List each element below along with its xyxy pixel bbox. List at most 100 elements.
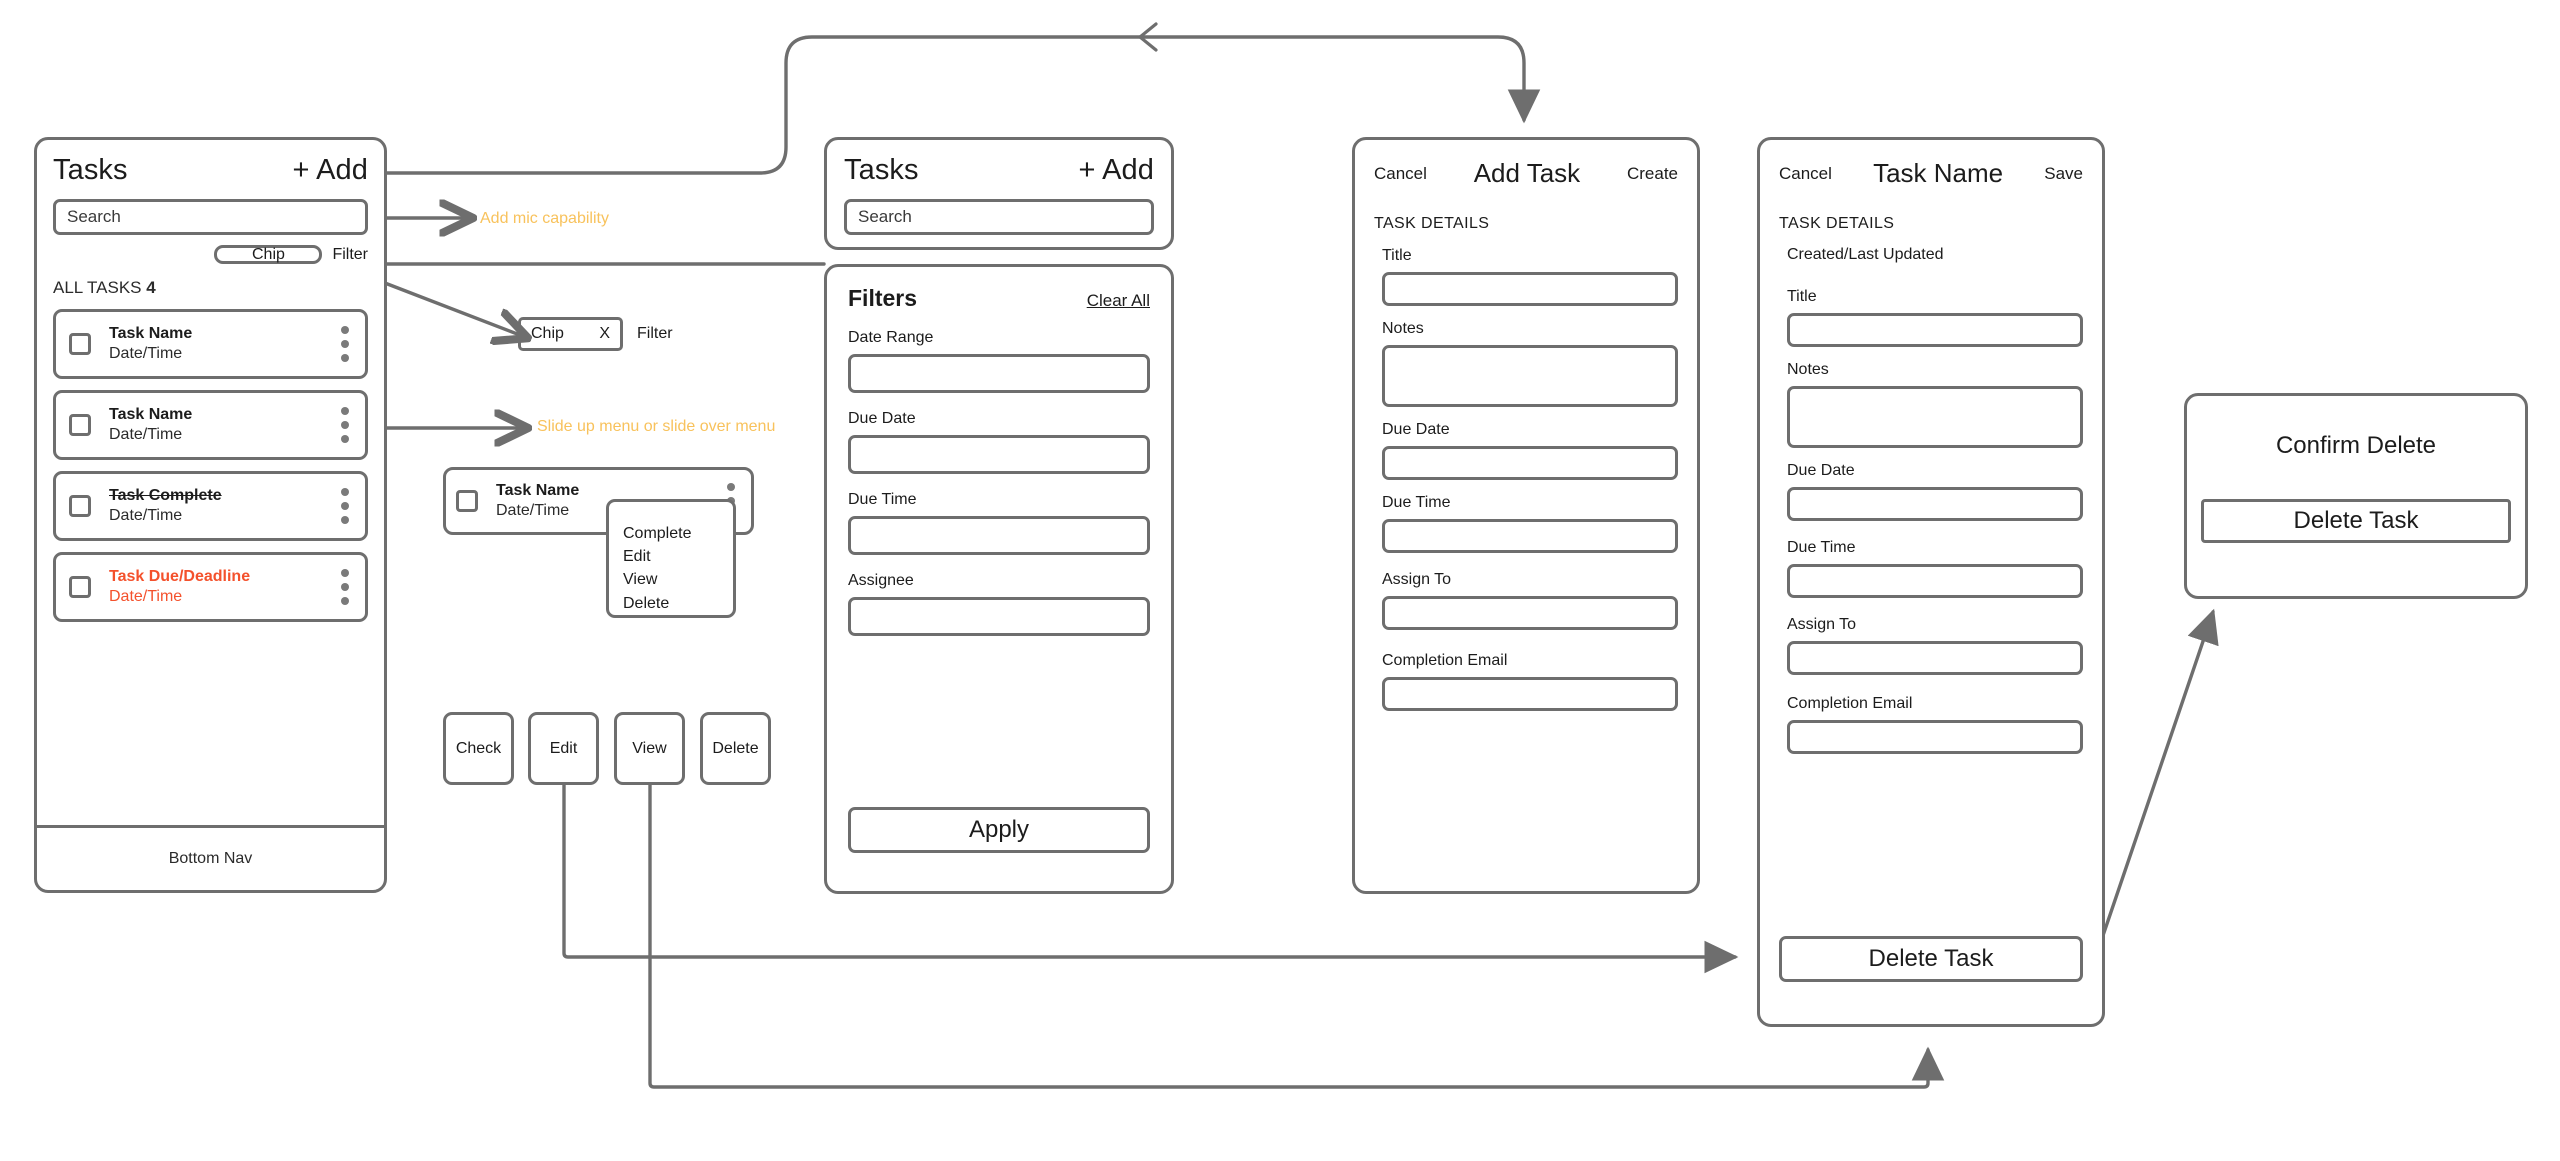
- annotation-add-mic: Add mic capability: [480, 210, 609, 227]
- add-task-screen: Cancel Add Task Create TASK DETAILS Titl…: [1352, 137, 1700, 894]
- add-field-due-date: Due Date: [1374, 421, 1678, 480]
- filters-header: Filters Clear All: [848, 285, 1150, 312]
- task-checkbox[interactable]: [69, 576, 91, 598]
- field-label: Assign To: [1382, 571, 1452, 588]
- task-row-complete[interactable]: Task Complete Date/Time: [53, 471, 368, 541]
- save-button[interactable]: Save: [2044, 163, 2083, 183]
- add-field-title: Title: [1374, 247, 1678, 306]
- task-row[interactable]: Task Name Date/Time: [53, 390, 368, 460]
- field-label: Due Date: [848, 410, 916, 427]
- add-field-due-time: Due Time: [1374, 494, 1678, 553]
- confirm-delete-task-button[interactable]: Delete Task: [2201, 499, 2511, 543]
- cancel-button[interactable]: Cancel: [1779, 163, 1832, 183]
- task-details-section-label: TASK DETAILS: [1374, 215, 1490, 232]
- task-detail-screen: Cancel Task Name Save TASK DETAILS Creat…: [1757, 137, 2105, 1027]
- completion-email-input[interactable]: [1382, 677, 1678, 711]
- filter-field-due-date: Due Date: [848, 410, 1150, 474]
- due-time-input[interactable]: [848, 516, 1150, 555]
- task-overflow-menu-icon[interactable]: [341, 326, 349, 362]
- field-label: Notes: [1382, 320, 1424, 337]
- add-task-header: Cancel Add Task Create: [1374, 158, 1678, 189]
- menu-item-edit[interactable]: Edit: [623, 548, 651, 566]
- due-date-input[interactable]: [848, 435, 1150, 474]
- filter-chip[interactable]: Chip: [214, 245, 323, 264]
- task-checkbox[interactable]: [456, 490, 478, 512]
- delete-task-button[interactable]: Delete Task: [1779, 936, 2083, 982]
- assign-to-input[interactable]: [1787, 641, 2083, 675]
- filter-label[interactable]: Filter: [637, 325, 673, 342]
- add-field-completion-email: Completion Email: [1374, 652, 1678, 711]
- confirm-delete-title: Confirm Delete: [2275, 432, 2437, 459]
- task-date: Date/Time: [109, 506, 183, 524]
- field-label: Title: [1787, 288, 1817, 305]
- task-overflow-menu-icon[interactable]: [341, 407, 349, 443]
- field-label: Assignee: [848, 572, 914, 589]
- task-overflow-menu-icon[interactable]: [341, 569, 349, 605]
- task-name: Task Name: [496, 481, 580, 499]
- task-overflow-menu-icon[interactable]: [341, 488, 349, 524]
- notes-input[interactable]: [1787, 386, 2083, 448]
- menu-item-view[interactable]: View: [623, 571, 658, 589]
- task-checkbox[interactable]: [69, 333, 91, 355]
- assignee-input[interactable]: [848, 597, 1150, 636]
- delete-button[interactable]: Delete: [700, 712, 771, 785]
- field-label: Due Date: [1382, 421, 1450, 438]
- chip-with-close[interactable]: Chip X: [518, 317, 623, 351]
- menu-item-complete[interactable]: Complete: [623, 525, 692, 542]
- task-checkbox[interactable]: [69, 495, 91, 517]
- filters-screen: Filters Clear All Date Range Due Date Du…: [824, 264, 1174, 894]
- detail-field-completion-email: Completion Email: [1779, 695, 2083, 754]
- task-date: Date/Time: [109, 587, 183, 605]
- field-label: Completion Email: [1787, 695, 1913, 712]
- date-range-input[interactable]: [848, 354, 1150, 393]
- completion-email-input[interactable]: [1787, 720, 2083, 754]
- view-button[interactable]: View: [614, 712, 685, 785]
- due-date-input[interactable]: [1787, 487, 2083, 521]
- field-label: Due Time: [1382, 494, 1451, 511]
- modal-title: Task Name: [1873, 158, 2004, 188]
- check-button[interactable]: Check: [443, 712, 514, 785]
- cancel-button[interactable]: Cancel: [1374, 163, 1427, 183]
- detail-field-due-date: Due Date: [1779, 462, 2083, 521]
- filter-button[interactable]: Filter: [332, 245, 368, 263]
- notes-input[interactable]: [1382, 345, 1678, 407]
- task-date: Date/Time: [109, 344, 183, 362]
- task-row[interactable]: Task Name Date/Time: [53, 309, 368, 379]
- add-field-notes: Notes: [1374, 320, 1678, 407]
- created-last-updated-label: Created/Last Updated: [1787, 246, 1944, 263]
- close-icon[interactable]: X: [599, 325, 610, 342]
- clear-all-link[interactable]: Clear All: [1086, 291, 1150, 310]
- field-label: Due Time: [848, 491, 917, 508]
- modal-title: Add Task: [1473, 158, 1581, 188]
- due-time-input[interactable]: [1787, 564, 2083, 598]
- filter-field-assignee: Assignee: [848, 572, 1150, 636]
- menu-item-delete[interactable]: Delete: [623, 594, 670, 612]
- due-time-input[interactable]: [1382, 519, 1678, 553]
- task-detail-header: Cancel Task Name Save: [1779, 158, 2083, 189]
- task-checkbox[interactable]: [69, 414, 91, 436]
- assign-to-input[interactable]: [1382, 596, 1678, 630]
- task-row-due[interactable]: Task Due/Deadline Date/Time: [53, 552, 368, 622]
- filters-tasks-header-screen: Tasks + Add Search: [824, 137, 1174, 250]
- detail-field-notes: Notes: [1779, 361, 2083, 448]
- search-input[interactable]: Search: [53, 199, 368, 235]
- title-input[interactable]: [1787, 313, 2083, 347]
- field-label: Due Time: [1787, 539, 1856, 556]
- due-date-input[interactable]: [1382, 446, 1678, 480]
- search-placeholder: Search: [858, 207, 912, 226]
- task-date: Date/Time: [496, 501, 570, 519]
- add-task-button[interactable]: + Add: [292, 154, 368, 186]
- filters-title: Filters: [848, 285, 918, 311]
- search-input[interactable]: Search: [844, 199, 1154, 235]
- task-name: Task Name: [109, 324, 193, 342]
- bottom-nav[interactable]: Bottom Nav: [37, 828, 384, 890]
- title-input[interactable]: [1382, 272, 1678, 306]
- edit-button[interactable]: Edit: [528, 712, 599, 785]
- apply-button[interactable]: Apply: [848, 807, 1150, 853]
- create-button[interactable]: Create: [1626, 163, 1678, 183]
- all-tasks-label: ALL TASKS: [53, 278, 142, 297]
- field-label: Assign To: [1787, 616, 1857, 633]
- add-task-button[interactable]: + Add: [1078, 154, 1154, 186]
- task-name: Task Name: [109, 405, 193, 423]
